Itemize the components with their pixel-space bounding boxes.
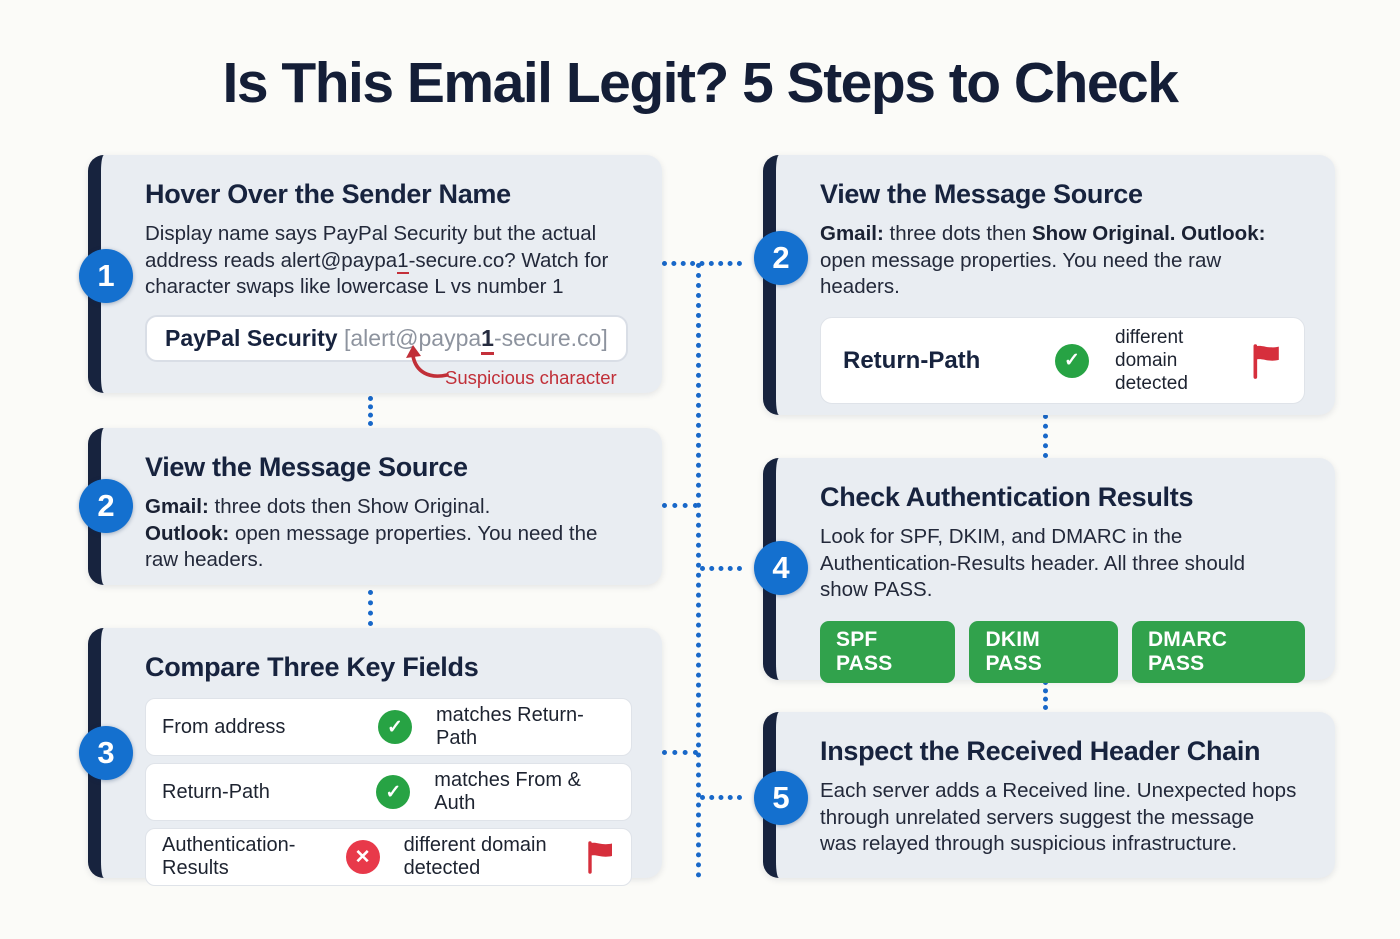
card-step4-authentication-results: 4 Check Authentication Results Look for … — [754, 458, 1335, 683]
spf-pass-badge: SPF PASS — [820, 620, 956, 683]
card-title: View the Message Source — [820, 179, 1143, 209]
step-number-badge: 5 — [754, 771, 808, 825]
card-step2-message-source-left: 2 View the Message Source Gmail: three d… — [79, 428, 662, 585]
page-title: Is This Email Legit? 5 Steps to Check — [222, 51, 1179, 115]
suspicious-char-body: 1 — [397, 248, 409, 274]
connector-branch-step4 — [700, 566, 742, 571]
card-body-line: show PASS. — [820, 578, 933, 602]
connector-branch-step2l — [662, 503, 698, 508]
connector-vertical-main — [696, 263, 701, 878]
card-step1-hover-sender: 1 Hover Over the Sender Name Display nam… — [79, 155, 662, 393]
check-icon: ✓ — [377, 710, 412, 744]
dkim-pass-badge: DKIM PASS — [969, 620, 1118, 683]
table-row-authentication-results: Authentication-Results ✕ different domai… — [145, 828, 632, 886]
header-field-label: Return-Path — [843, 346, 981, 374]
field-comparison-table: From address ✓ matches Return-Path Retur… — [145, 698, 632, 886]
field-result: matches From & Auth — [434, 769, 581, 814]
card-body-line: Authentication-Results header. All three… — [820, 551, 1246, 575]
card-body-line: Outlook: open message properties. You ne… — [145, 521, 598, 545]
card-body-line: was relayed through suspicious infrastru… — [820, 832, 1238, 856]
check-icon: ✓ — [376, 775, 411, 809]
suspicious-char-address: 1 — [481, 324, 494, 355]
card-body-line: character swaps like lowercase L vs numb… — [145, 275, 564, 299]
connector-step2r-step4-right — [1043, 414, 1048, 458]
card-step5-received-header-chain: 5 Inspect the Received Header Chain Each… — [754, 712, 1335, 878]
red-flag-icon — [585, 839, 615, 875]
card-body-line: raw headers. — [145, 548, 264, 572]
card-step2-message-source-right: 2 View the Message Source Gmail: three d… — [754, 155, 1335, 415]
card-body-line: open message properties. You need the ra… — [820, 248, 1222, 272]
step-number-badge: 2 — [754, 231, 808, 285]
step-number-badge: 2 — [79, 479, 133, 533]
field-label: From address — [162, 715, 286, 738]
field-label: Authentication-Results — [162, 834, 296, 879]
card-body-line: Gmail: three dots then Show Original. Ou… — [820, 222, 1266, 245]
card-title: Hover Over the Sender Name — [145, 179, 511, 209]
card-body-line: Look for SPF, DKIM, and DMARC in the — [820, 525, 1183, 548]
step-number-badge: 1 — [79, 249, 133, 303]
sender-example-box: PayPal Security [alert@paypa1-secure.co] — [145, 314, 628, 362]
connector-branch-step1-to-step2r — [662, 261, 742, 266]
dmarc-pass-badge: DMARC PASS — [1131, 620, 1305, 683]
red-flag-icon — [1250, 341, 1282, 381]
table-row-from-address: From address ✓ matches Return-Path — [145, 698, 632, 756]
field-result: different domain detected — [403, 834, 547, 879]
table-row-return-path: Return-Path ✓ matches From & Auth — [145, 763, 632, 821]
field-label: Return-Path — [162, 780, 270, 803]
card-body-line: headers. — [820, 275, 900, 299]
connector-step1-step2-left — [368, 396, 373, 426]
auth-pass-badges: SPF PASS DKIM PASS DMARC PASS — [820, 620, 1305, 683]
card-title: Inspect the Received Header Chain — [820, 736, 1261, 766]
card-body-line: through unrelated servers suggest the me… — [820, 805, 1255, 829]
card-title: Check Authentication Results — [820, 482, 1194, 512]
card-title: Compare Three Key Fields — [145, 652, 479, 682]
curved-arrow-icon — [403, 343, 449, 386]
sender-address: [alert@paypa1-secure.co] — [344, 324, 608, 355]
card-body-line: Gmail: three dots then Show Original. — [145, 495, 491, 518]
connector-step4-step5-right — [1043, 680, 1048, 710]
card-body-line: Display name says PayPal Security but th… — [145, 222, 597, 245]
sender-display-name: PayPal Security — [165, 324, 338, 351]
field-result: matches Return-Path — [435, 704, 584, 749]
step-number-badge: 4 — [754, 541, 808, 595]
card-step3-compare-fields: 3 Compare Three Key Fields From address … — [79, 628, 662, 886]
connector-branch-step3 — [662, 750, 698, 755]
return-path-result-box: Return-Path ✓ different domain detected — [820, 316, 1305, 405]
card-body-line: Each server adds a Received line. Unexpe… — [820, 779, 1297, 802]
result-text: different domain detected — [1115, 326, 1188, 395]
connector-step2-step3-left — [368, 590, 373, 626]
connector-branch-step5 — [700, 795, 742, 800]
step-number-badge: 3 — [79, 726, 133, 780]
card-body-line: address reads alert@paypa1-secure.co? Wa… — [145, 248, 609, 274]
suspicious-character-label: Suspicious character — [445, 367, 617, 388]
card-title: View the Message Source — [145, 452, 468, 482]
x-icon: ✕ — [345, 840, 380, 874]
check-icon: ✓ — [1055, 343, 1089, 378]
